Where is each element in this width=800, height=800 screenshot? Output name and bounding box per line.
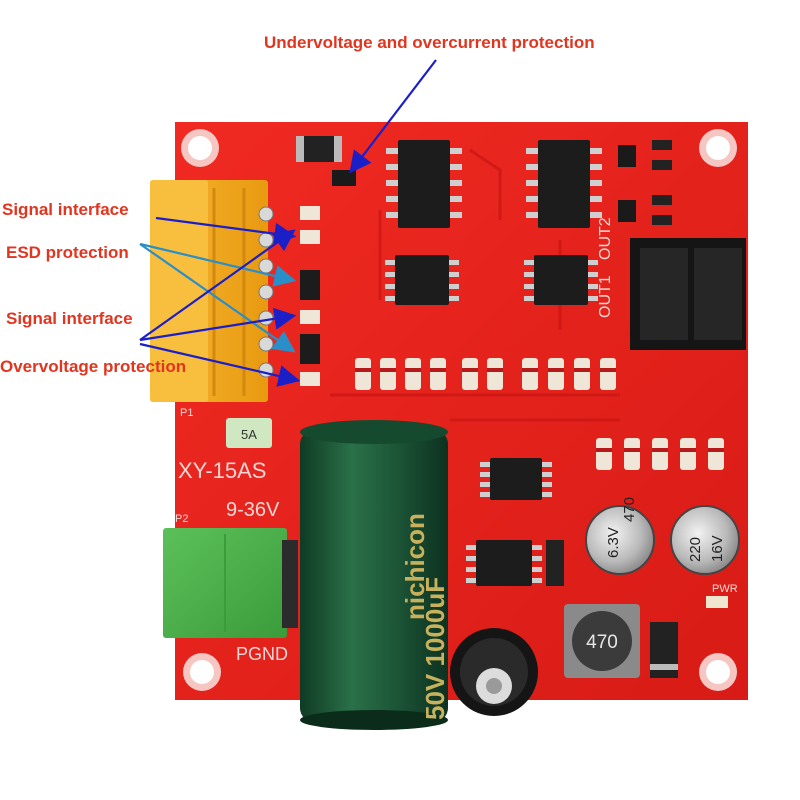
ic-u2: [526, 140, 602, 228]
out2-label: OUT2: [597, 217, 614, 260]
svg-text:50V 1000uF: 50V 1000uF: [420, 577, 450, 720]
resistor-column-right: [652, 140, 672, 225]
mounting-holes: [181, 129, 737, 691]
signal-terminal-block: [150, 180, 274, 402]
diode-row-upper: [355, 358, 616, 390]
annotation-arrows: [139, 59, 437, 387]
diode-d9: [546, 540, 564, 586]
arrow-undervoltage: [349, 59, 437, 174]
transistor-q2: [618, 145, 636, 167]
connector-p2-label: P2: [175, 513, 188, 525]
fuse-f2: 5A: [226, 418, 272, 448]
pwr-label: PWR: [712, 583, 738, 595]
pgnd-label: PGND: [236, 644, 288, 664]
ic-u6: [524, 255, 598, 305]
ic-u7: [332, 170, 356, 186]
callout-undervoltage-overcurrent: Undervoltage and overcurrent protection: [264, 33, 595, 52]
ic-u1: [386, 140, 462, 228]
capacitor-c4: 470 6.3V: [585, 497, 655, 575]
capacitor-c8: [450, 628, 538, 716]
svg-text:220: 220: [687, 537, 704, 562]
svg-text:16V: 16V: [709, 535, 726, 562]
pwr-led: [706, 596, 728, 608]
transistor-q1: [618, 200, 636, 222]
arrow-overvoltage: [139, 342, 301, 387]
svg-text:470: 470: [621, 497, 638, 522]
arrow-esd-2: [139, 243, 296, 353]
callout-signal-interface-2: Signal interface: [6, 309, 133, 328]
inductor-l1: 470: [564, 604, 640, 678]
capacitor-c26: 220 16V: [670, 505, 740, 575]
board-voltage-label: 9-36V: [226, 499, 280, 521]
svg-text:nichicon: nichicon: [400, 513, 430, 620]
protection-components: [300, 206, 320, 386]
svg-text:6.3V: 6.3V: [605, 527, 622, 558]
ic-u4: [385, 255, 459, 305]
ic-u5: [480, 458, 552, 500]
power-terminal-block: [163, 528, 298, 638]
callout-signal-interface-1: Signal interface: [2, 200, 129, 219]
board-model-label: XY-15AS: [178, 458, 266, 483]
diode-row-lower: [596, 438, 724, 470]
output-connector-block: [630, 238, 746, 350]
ic-u3: [466, 540, 542, 586]
svg-text:470: 470: [586, 632, 618, 653]
svg-text:5A: 5A: [241, 427, 257, 442]
main-electrolytic-capacitor: nichicon 50V 1000uF: [300, 420, 450, 730]
arrow-signal-2a: [139, 307, 297, 342]
arrow-signal-2b: [139, 229, 296, 341]
connector-p1-label: P1: [180, 407, 193, 419]
callout-esd-protection: ESD protection: [6, 243, 129, 262]
callout-overvoltage-protection: Overvoltage protection: [0, 357, 187, 376]
arrow-esd-1: [139, 242, 297, 287]
out1-label: OUT1: [597, 275, 614, 318]
arrow-signal-1: [155, 216, 297, 245]
